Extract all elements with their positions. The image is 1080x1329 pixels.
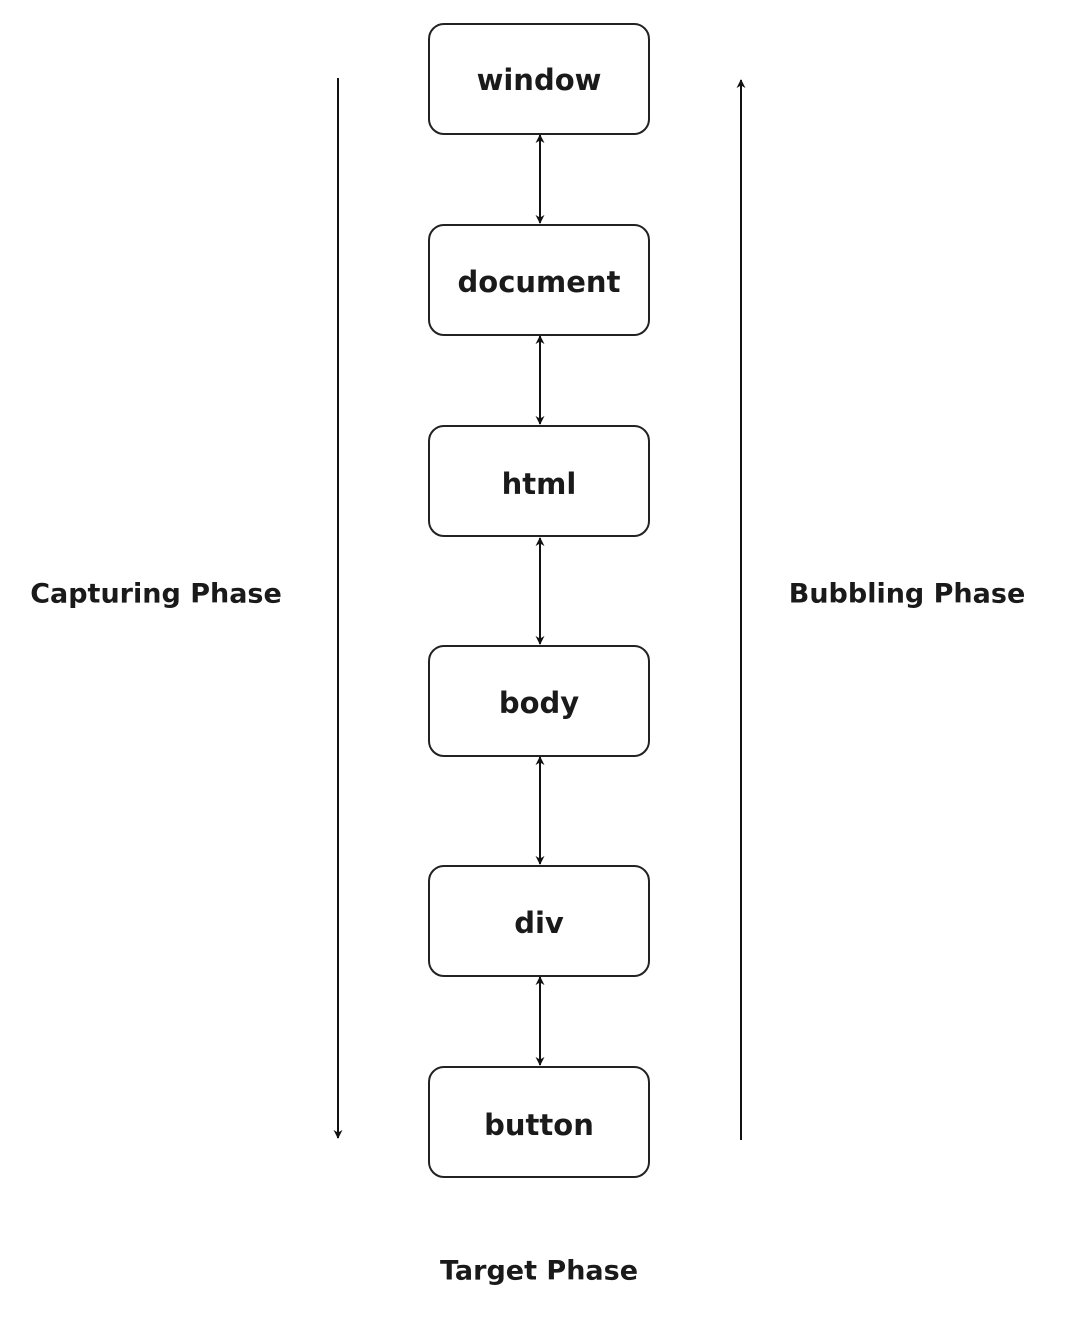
node-document: document [428, 224, 650, 336]
node-div-box [428, 865, 650, 977]
node-body-box [428, 645, 650, 757]
target-phase-label: Target Phase [440, 1256, 638, 1287]
capturing-phase-label: Capturing Phase [30, 579, 282, 610]
node-window: window [428, 23, 650, 135]
node-button: button [428, 1066, 650, 1178]
node-body-label: body [499, 686, 579, 720]
node-html: html [428, 425, 650, 537]
node-body: body [428, 645, 650, 757]
node-document-label: document [458, 265, 621, 299]
node-html-box [428, 425, 650, 537]
bubbling-phase-label: Bubbling Phase [789, 579, 1026, 610]
node-window-label: window [477, 63, 602, 97]
node-button-label: button [484, 1108, 594, 1142]
node-div: div [428, 865, 650, 977]
node-document-box [428, 224, 650, 336]
node-html-label: html [502, 467, 577, 501]
node-button-box [428, 1066, 650, 1178]
node-window-box [428, 23, 650, 135]
node-div-label: div [514, 906, 564, 940]
